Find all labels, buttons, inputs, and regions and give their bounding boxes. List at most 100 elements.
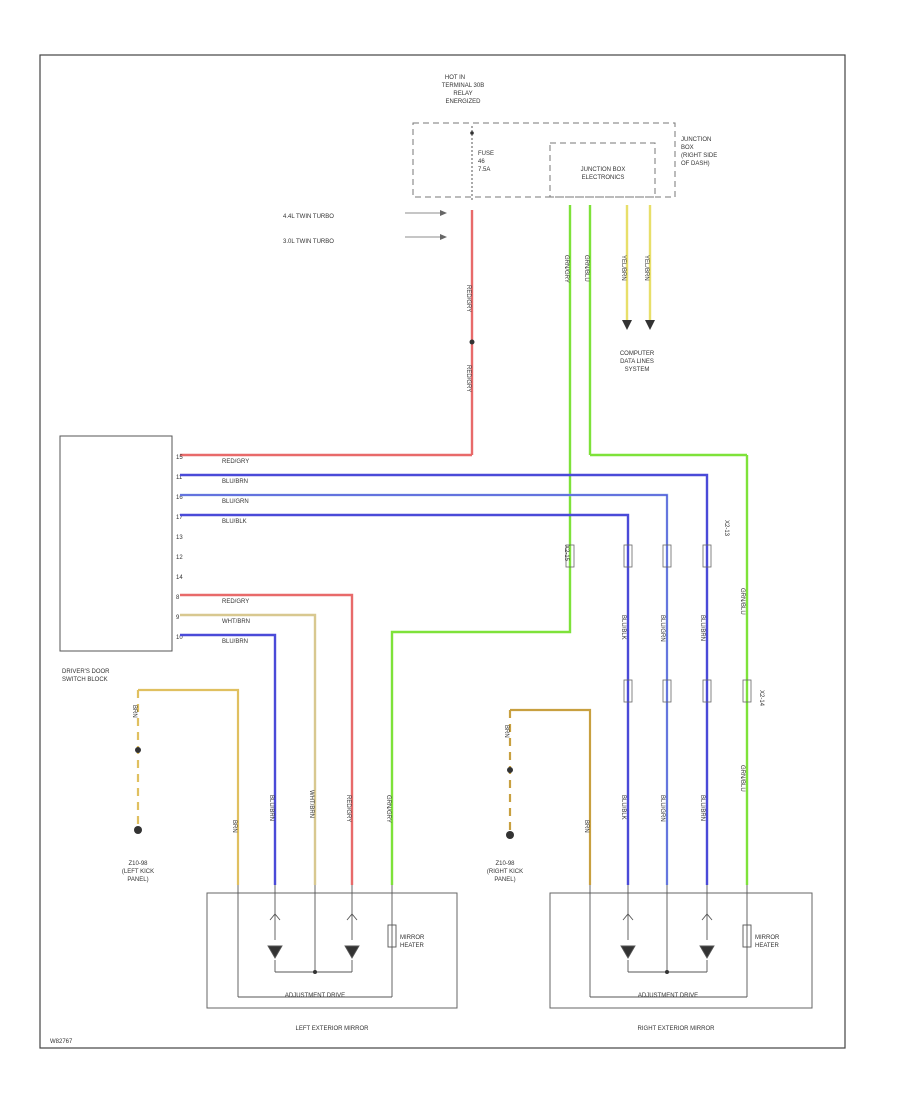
junction-electronics-1: JUNCTION BOX (581, 167, 626, 173)
switch-wire-8: RED/GRY (222, 599, 249, 605)
fuse-label-3: 7.5A (478, 167, 490, 173)
power-title-2: TERMINAL 30B (442, 83, 484, 89)
computer-label-3: SYSTEM (625, 367, 650, 373)
blu-brn-left-wire (180, 633, 277, 885)
diagram-frame (39, 54, 846, 1049)
engine-variant-1: 4.4L TWIN TURBO (283, 214, 334, 220)
switch-wire-3: BLU/GRN (222, 499, 249, 505)
fuse-label-1: FUSE (478, 151, 494, 157)
right-label-grn-1: BLU/GRN (659, 615, 665, 642)
power-title-3: RELAY (453, 91, 472, 97)
right-label-brn-1: BLU/BRN (699, 615, 705, 641)
left-label-red-gry: RED/GRY (345, 795, 351, 822)
yellow-wire-label-b: YEL/BRN (643, 255, 649, 281)
connector-x3: X2-14 (758, 690, 764, 707)
right-label-blk-2: BLU/BLK (620, 795, 626, 820)
power-title-1: HOT IN (445, 75, 465, 81)
switch-pin-3: 16 (176, 495, 183, 501)
left-mirror-node (313, 970, 317, 974)
right-label-brn-2: BLU/BRN (699, 795, 705, 821)
switch-pin-5: 13 (176, 535, 183, 541)
switch-pin-2: 11 (176, 475, 183, 481)
data-line-arrow-a (622, 320, 632, 330)
switch-wire-2: BLU/BRN (222, 479, 248, 485)
right-mirror-node (665, 970, 669, 974)
left-mirror-label: LEFT EXTERIOR MIRROR (296, 1026, 370, 1032)
right-wire-connectors-upper (565, 544, 712, 568)
blu-blk-wire (180, 513, 630, 885)
left-heater-2: HEATER (400, 943, 425, 949)
right-adjustment-drive: ADJUSTMENT DRIVE (638, 993, 698, 999)
switch-block-label-1: DRIVER'S DOOR (62, 669, 110, 675)
computer-label-1: COMPUTER (620, 351, 655, 357)
switch-pin-7: 14 (176, 575, 183, 581)
fuse-node (470, 131, 474, 135)
left-ground-label-2: (LEFT KICK (122, 869, 154, 875)
left-ground-splice (135, 747, 141, 753)
right-ground-wire-label-2: BRN (583, 820, 589, 833)
wht-brn-wire (180, 613, 317, 885)
red-wire-label-2: RED/GRY (465, 365, 471, 392)
junction-electronics-2: ELECTRONICS (582, 175, 625, 181)
right-heater-2: HEATER (755, 943, 780, 949)
right-mirror-label: RIGHT EXTERIOR MIRROR (638, 1026, 716, 1032)
power-title-4: ENERGIZED (445, 99, 481, 105)
right-label-grn-2: BLU/GRN (659, 795, 665, 822)
switch-wire-10: BLU/BRN (222, 639, 248, 645)
fuse-label-2: 46 (478, 159, 485, 165)
right-ground-label-1: Z10-98 (495, 861, 515, 867)
blu-grn-wire-core (180, 494, 668, 885)
junction-label-1: JUNCTION (681, 137, 711, 143)
right-heater-1: MIRROR (755, 935, 780, 941)
right-ground-splice (507, 767, 513, 773)
green-wire-label-b: GRN/BLU (583, 255, 589, 282)
computer-label-2: DATA LINES (620, 359, 654, 365)
red-wire-label-1: RED/GRY (465, 285, 471, 312)
left-mirror-box (206, 892, 458, 1009)
arrow-2-head (440, 234, 447, 240)
right-ground-wire-label: BRN (503, 725, 509, 738)
switch-pin-4: 17 (176, 515, 183, 521)
red-gry-left-wire (180, 593, 354, 885)
right-label-grn-blu-2: GRN/BLU (739, 765, 745, 792)
blu-grn-wire (180, 493, 669, 885)
left-ground-point (134, 826, 142, 834)
blu-brn-right-wire (180, 473, 709, 885)
left-ground-wire-label-2: BRN (231, 820, 237, 833)
right-mirror-internals (589, 885, 752, 998)
left-mirror-internals (237, 885, 397, 998)
left-ground-wire-label: BRN (131, 705, 137, 718)
green-wire-label-a: GRN/GRY (563, 255, 569, 283)
right-ground-label-2: (RIGHT KICK (487, 869, 523, 875)
switch-wire-1: RED/GRY (222, 459, 249, 465)
left-label-wht-brn: WHT/BRN (308, 790, 314, 818)
switch-wire-4: BLU/BLK (222, 519, 247, 525)
left-heater-1: MIRROR (400, 935, 425, 941)
switch-pin-6: 12 (176, 555, 183, 561)
left-label-grn-gry: GRN/GRY (385, 795, 391, 823)
switch-block-label-2: SWITCH BLOCK (62, 677, 108, 683)
junction-box-outline (412, 122, 676, 198)
right-wire-connectors-lower (623, 679, 752, 703)
switch-wire-9: WHT/BRN (222, 619, 250, 625)
engine-variant-2: 3.0L TWIN TURBO (283, 239, 334, 245)
arrow-1-head (440, 210, 447, 216)
right-ground-label-3: PANEL) (494, 877, 515, 883)
right-mirror-box (549, 892, 813, 1009)
junction-electronics-outline (549, 142, 656, 198)
switch-pin-10: 10 (176, 635, 183, 641)
switch-pin-9: 9 (176, 615, 180, 621)
left-ground-wire (138, 688, 240, 885)
diagram-code: W82767 (50, 1039, 73, 1045)
green-left-mirror-wire (390, 600, 572, 885)
junction-label-2: BOX (681, 145, 694, 151)
splice-node (469, 339, 475, 345)
switch-pin-8: 8 (176, 595, 180, 601)
connector-x2: X2-13 (723, 520, 729, 537)
junction-label-4: OF DASH) (681, 161, 710, 167)
junction-label-3: (RIGHT SIDE (681, 153, 717, 159)
right-ground-wire (510, 708, 592, 885)
right-label-grn-blu-1: GRN/BLU (739, 588, 745, 615)
